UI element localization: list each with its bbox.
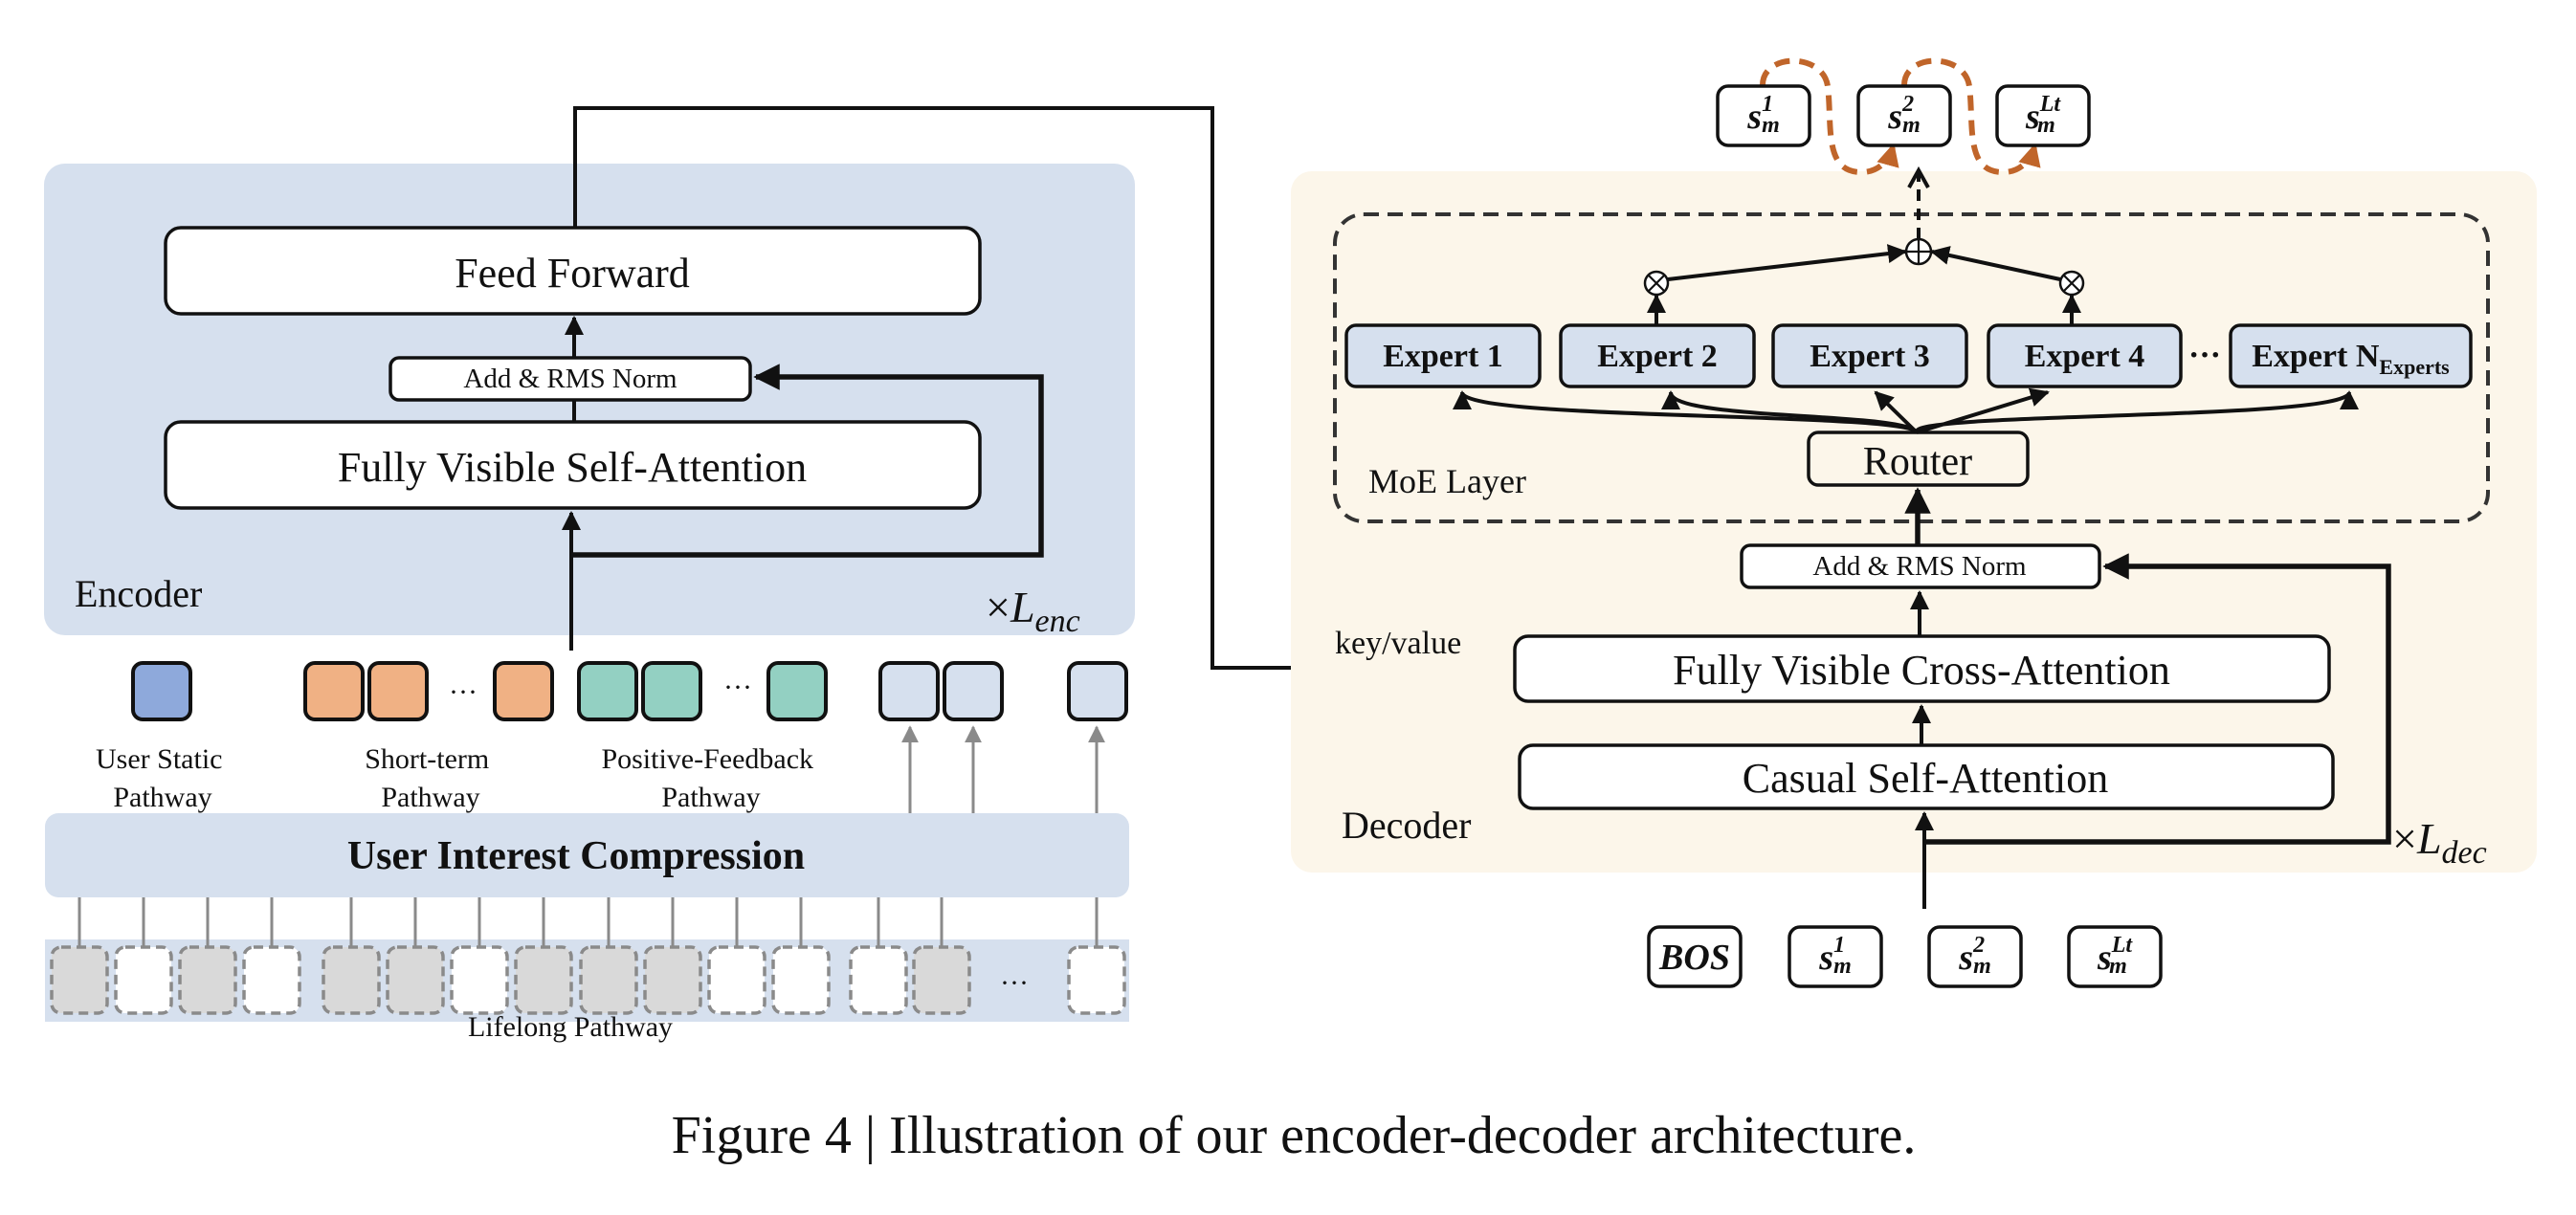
lifelong-token xyxy=(386,945,445,1015)
positive-feedback-label: Positive-Feedback Pathway xyxy=(601,743,820,813)
router-to-expert-arrows xyxy=(1453,387,2359,434)
decoder-label: Decoder xyxy=(1342,804,1471,847)
decoder-output-token xyxy=(1995,84,2091,147)
positive-feedback-token xyxy=(577,661,638,721)
positive-feedback-ellipsis: ··· xyxy=(723,672,752,703)
decoder-add-norm-box xyxy=(1740,543,2101,589)
feed-forward-box xyxy=(164,226,982,316)
lifelong-token xyxy=(1067,945,1126,1015)
feed-forward-label: Feed Forward xyxy=(455,250,690,297)
lifelong-token xyxy=(114,945,173,1015)
lifelong-token xyxy=(450,945,509,1015)
decoder-input-token-label: BOS xyxy=(1658,938,1730,978)
encoder-label: Encoder xyxy=(75,572,202,615)
lifelong-token xyxy=(643,945,702,1015)
encoder-add-norm-label: Add & RMS Norm xyxy=(463,364,677,394)
lifelong-token xyxy=(50,945,109,1015)
key-value-label: key/value xyxy=(1335,626,1461,661)
short-term-token xyxy=(493,661,554,721)
expert-label: Expert 1 xyxy=(1383,339,1503,374)
user-interest-compression-band xyxy=(45,813,1129,897)
decoder-input-token xyxy=(1647,925,1743,988)
lifelong-label: Lifelong Pathway xyxy=(468,1011,673,1043)
lifelong-token xyxy=(912,945,971,1015)
router-arrow xyxy=(1453,390,1919,434)
experts-row: Expert 1 Expert 2 Expert 3 Expert 4 Expert N… xyxy=(1344,323,2473,388)
autoregressive-loop-arrow xyxy=(1760,57,1899,176)
cross-attention-label: Fully Visible Cross-Attention xyxy=(1673,647,2170,694)
expert-label: Expert 2 xyxy=(1597,339,1718,374)
decoder-output-token xyxy=(1716,84,1811,147)
weighted-sum-arrow xyxy=(1667,244,1907,281)
expert-box xyxy=(1771,323,1968,388)
user-interest-compression-label: User Interest Compression xyxy=(347,834,805,878)
decoder-output-token xyxy=(1856,84,1952,147)
lifelong-token xyxy=(771,945,831,1015)
router-label: Router xyxy=(1863,440,1972,484)
autoregressive-loops xyxy=(1760,57,2041,176)
decoder-input-token xyxy=(1927,925,2023,988)
decoder-residual-path xyxy=(1924,553,2391,845)
expert-label: Expert 4 xyxy=(2025,339,2145,374)
expert-label: Expert NExperts xyxy=(2252,339,2450,379)
compressed-lifelong-token xyxy=(943,661,1004,721)
moe-layer-label: MoE Layer xyxy=(1368,462,1526,500)
router-arrow xyxy=(1661,390,1919,434)
short-term-label: Short-term Pathway xyxy=(365,743,496,813)
weighted-sum-arrow xyxy=(1930,246,2061,281)
causal-attention-label: Casual Self-Attention xyxy=(1743,755,2109,802)
decoder-repeat-label: ×Ldec xyxy=(2392,814,2487,871)
encoder-self-attention-box xyxy=(164,420,982,510)
positive-feedback-token xyxy=(641,661,702,721)
cross-attention-box xyxy=(1513,634,2331,703)
lifelong-token xyxy=(849,945,908,1015)
encoder-residual-path xyxy=(571,364,1044,558)
lifelong-tokens: ··· xyxy=(50,897,1126,1015)
lifelong-token xyxy=(707,945,766,1015)
decoder-input-token xyxy=(1788,925,1883,988)
lifelong-ellipsis: ··· xyxy=(1000,967,1029,999)
lifelong-token xyxy=(178,945,237,1015)
encoder-repeat-label: ×Lenc xyxy=(986,583,1080,639)
lifelong-token xyxy=(242,945,301,1015)
sum-icon-plus xyxy=(1906,239,1931,264)
lifelong-token xyxy=(322,945,381,1015)
lifelong-token xyxy=(579,945,638,1015)
compressed-lifelong-token xyxy=(1067,661,1128,721)
expert-box xyxy=(2229,323,2473,388)
router-arrow xyxy=(1914,390,2359,434)
expert-label: Expert 3 xyxy=(1810,339,1930,374)
multiply-icon-cross xyxy=(1648,275,1665,292)
encoder-self-attention-label: Fully Visible Self-Attention xyxy=(338,444,807,491)
decoder-add-norm-label: Add & RMS Norm xyxy=(1812,551,2027,582)
experts-ellipsis: ··· xyxy=(2188,338,2221,373)
router-arrow xyxy=(1874,390,1919,434)
compressed-lifelong-token xyxy=(878,661,940,721)
encoder-add-norm-box xyxy=(389,356,752,402)
decoder-input-token xyxy=(2067,925,2163,988)
pathway-tokens: ··· ··· xyxy=(131,661,1128,721)
figure-caption: Figure 4 | Illustration of our encoder-d… xyxy=(672,1106,1917,1165)
short-term-token xyxy=(367,661,429,721)
autoregressive-loop-arrow xyxy=(1901,57,2041,176)
lifelong-token xyxy=(514,945,573,1015)
expert-combination xyxy=(1643,237,2085,325)
expert-box xyxy=(1987,323,2183,388)
expert-box xyxy=(1344,323,1542,388)
positive-feedback-token xyxy=(766,661,828,721)
user-static-label: User Static Pathway xyxy=(96,743,230,813)
user-static-token xyxy=(131,661,192,721)
multiply-icon-cross xyxy=(2063,275,2080,292)
causal-attention-box xyxy=(1518,743,2335,810)
short-term-token xyxy=(303,661,365,721)
short-term-ellipsis: ··· xyxy=(449,676,477,708)
